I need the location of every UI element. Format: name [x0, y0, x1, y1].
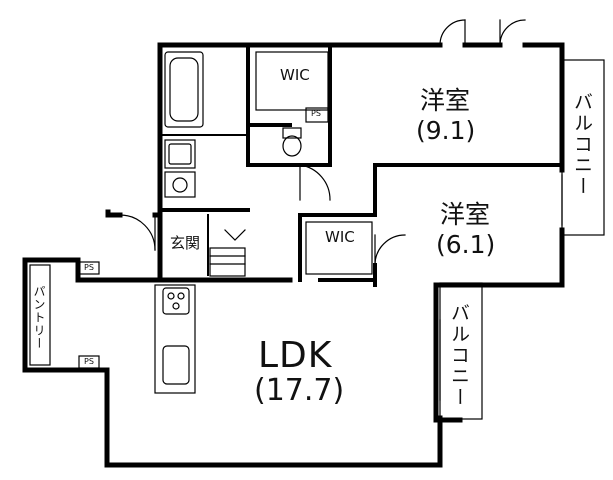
- room-ldk-name: LDK: [258, 335, 333, 376]
- balcony-label-lower: バルコニー: [448, 303, 470, 408]
- room-ldk-area: (17.7): [254, 373, 345, 408]
- ps-label-wic: PS: [311, 109, 321, 118]
- interior-walls: [158, 43, 562, 287]
- ps-label-pantry-top: PS: [84, 263, 94, 272]
- ps-label-pantry-bottom: PS: [84, 357, 94, 366]
- balcony-label-right: バルコニー: [571, 92, 593, 197]
- room-bedroom2-name: 洋室: [440, 200, 491, 229]
- room-bedroom1-name: 洋室: [420, 86, 471, 115]
- wic-label-lower: WIC: [325, 228, 355, 246]
- fixtures: [29, 51, 605, 420]
- entrance-label: 玄関: [170, 234, 201, 252]
- pantry-label: パントリー: [32, 285, 46, 350]
- outer-walls: [22, 42, 565, 468]
- doors: [119, 19, 526, 266]
- room-bedroom2-area: (6.1): [436, 230, 496, 259]
- wic-label-upper: WIC: [280, 66, 310, 84]
- room-bedroom1-area: (9.1): [416, 116, 476, 145]
